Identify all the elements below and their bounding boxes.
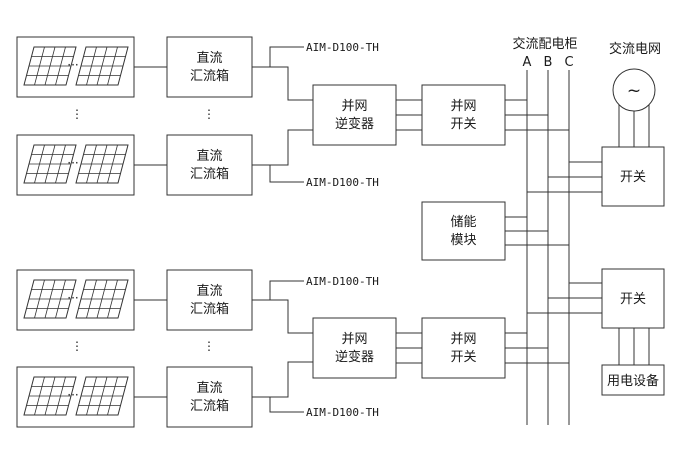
combiner-label-line1: 直流: [196, 381, 222, 396]
combiner-box-2: 直流 汇流箱: [166, 134, 253, 196]
switch-label-line1: 并网: [450, 99, 476, 114]
load-switch: 开关: [601, 268, 665, 329]
ellipsis-vertical: ⋮: [203, 107, 215, 121]
solar-array-4: ···: [16, 366, 135, 428]
monitor-label-1: AIM-D100-TH: [306, 41, 379, 54]
grid-switch-1: 并网 开关: [421, 84, 506, 146]
ellipsis-vertical: ⋮: [203, 339, 215, 353]
storage-label-line1: 储能: [450, 215, 476, 230]
ac-wave-icon: ~: [627, 81, 641, 101]
monitor-label-3: AIM-D100-TH: [306, 275, 379, 288]
combiner-label-line2: 汇流箱: [190, 301, 229, 317]
combiner-label-line2: 汇流箱: [190, 68, 229, 84]
combiner-label-line2: 汇流箱: [190, 398, 229, 414]
cabinet-title: 交流配电柜: [512, 36, 577, 52]
ellipsis-horizontal: ···: [67, 291, 78, 305]
combiner-box-4: 直流 汇流箱: [166, 366, 253, 428]
phase-label-a: A: [523, 55, 532, 70]
solar-array-1: ···: [16, 36, 135, 98]
solar-panel-icon: [75, 46, 129, 86]
solar-array-3: ···: [16, 269, 135, 331]
switch-label-line2: 开关: [450, 117, 476, 132]
inverter-label-line1: 并网: [341, 332, 367, 347]
solar-array-2: ···: [16, 134, 135, 196]
ac-grid-source: ~: [612, 68, 656, 112]
solar-panel-icon: [75, 144, 129, 184]
load-label: 用电设备: [607, 373, 659, 389]
storage-module: 储能 模块: [421, 201, 506, 261]
ellipsis-horizontal: ···: [67, 388, 78, 402]
inverter-label-line1: 并网: [341, 99, 367, 114]
load-equipment: 用电设备: [601, 364, 665, 396]
grid-switch-2: 并网 开关: [421, 317, 506, 379]
grid-inverter-1: 并网 逆变器: [312, 84, 397, 146]
switch-label: 开关: [620, 292, 646, 307]
grid-inverter-2: 并网 逆变器: [312, 317, 397, 379]
combiner-label-line1: 直流: [196, 51, 222, 66]
ellipsis-vertical: ⋮: [71, 339, 83, 353]
monitor-label-4: AIM-D100-TH: [306, 406, 379, 419]
solar-panel-icon: [75, 279, 129, 319]
switch-label: 开关: [620, 170, 646, 185]
ellipsis-horizontal: ···: [67, 156, 78, 170]
combiner-box-1: 直流 汇流箱: [166, 36, 253, 98]
storage-label-line2: 模块: [450, 233, 476, 248]
ellipsis-vertical: ⋮: [71, 107, 83, 121]
phase-label-c: C: [564, 55, 573, 70]
solar-panel-icon: [75, 376, 129, 416]
inverter-label-line2: 逆变器: [335, 349, 374, 365]
grid-title: 交流电网: [609, 41, 661, 57]
combiner-label-line1: 直流: [196, 149, 222, 164]
solar-panel-icon: [23, 279, 77, 319]
switch-label-line1: 并网: [450, 332, 476, 347]
switch-label-line2: 开关: [450, 350, 476, 365]
combiner-box-3: 直流 汇流箱: [166, 269, 253, 331]
ellipsis-horizontal: ···: [67, 58, 78, 72]
solar-panel-icon: [23, 144, 77, 184]
solar-panel-icon: [23, 376, 77, 416]
inverter-label-line2: 逆变器: [335, 116, 374, 132]
combiner-label-line1: 直流: [196, 284, 222, 299]
phase-label-b: B: [544, 55, 553, 70]
solar-panel-icon: [23, 46, 77, 86]
grid-main-switch: 开关: [601, 146, 665, 207]
monitor-label-2: AIM-D100-TH: [306, 176, 379, 189]
combiner-label-line2: 汇流箱: [190, 166, 229, 182]
